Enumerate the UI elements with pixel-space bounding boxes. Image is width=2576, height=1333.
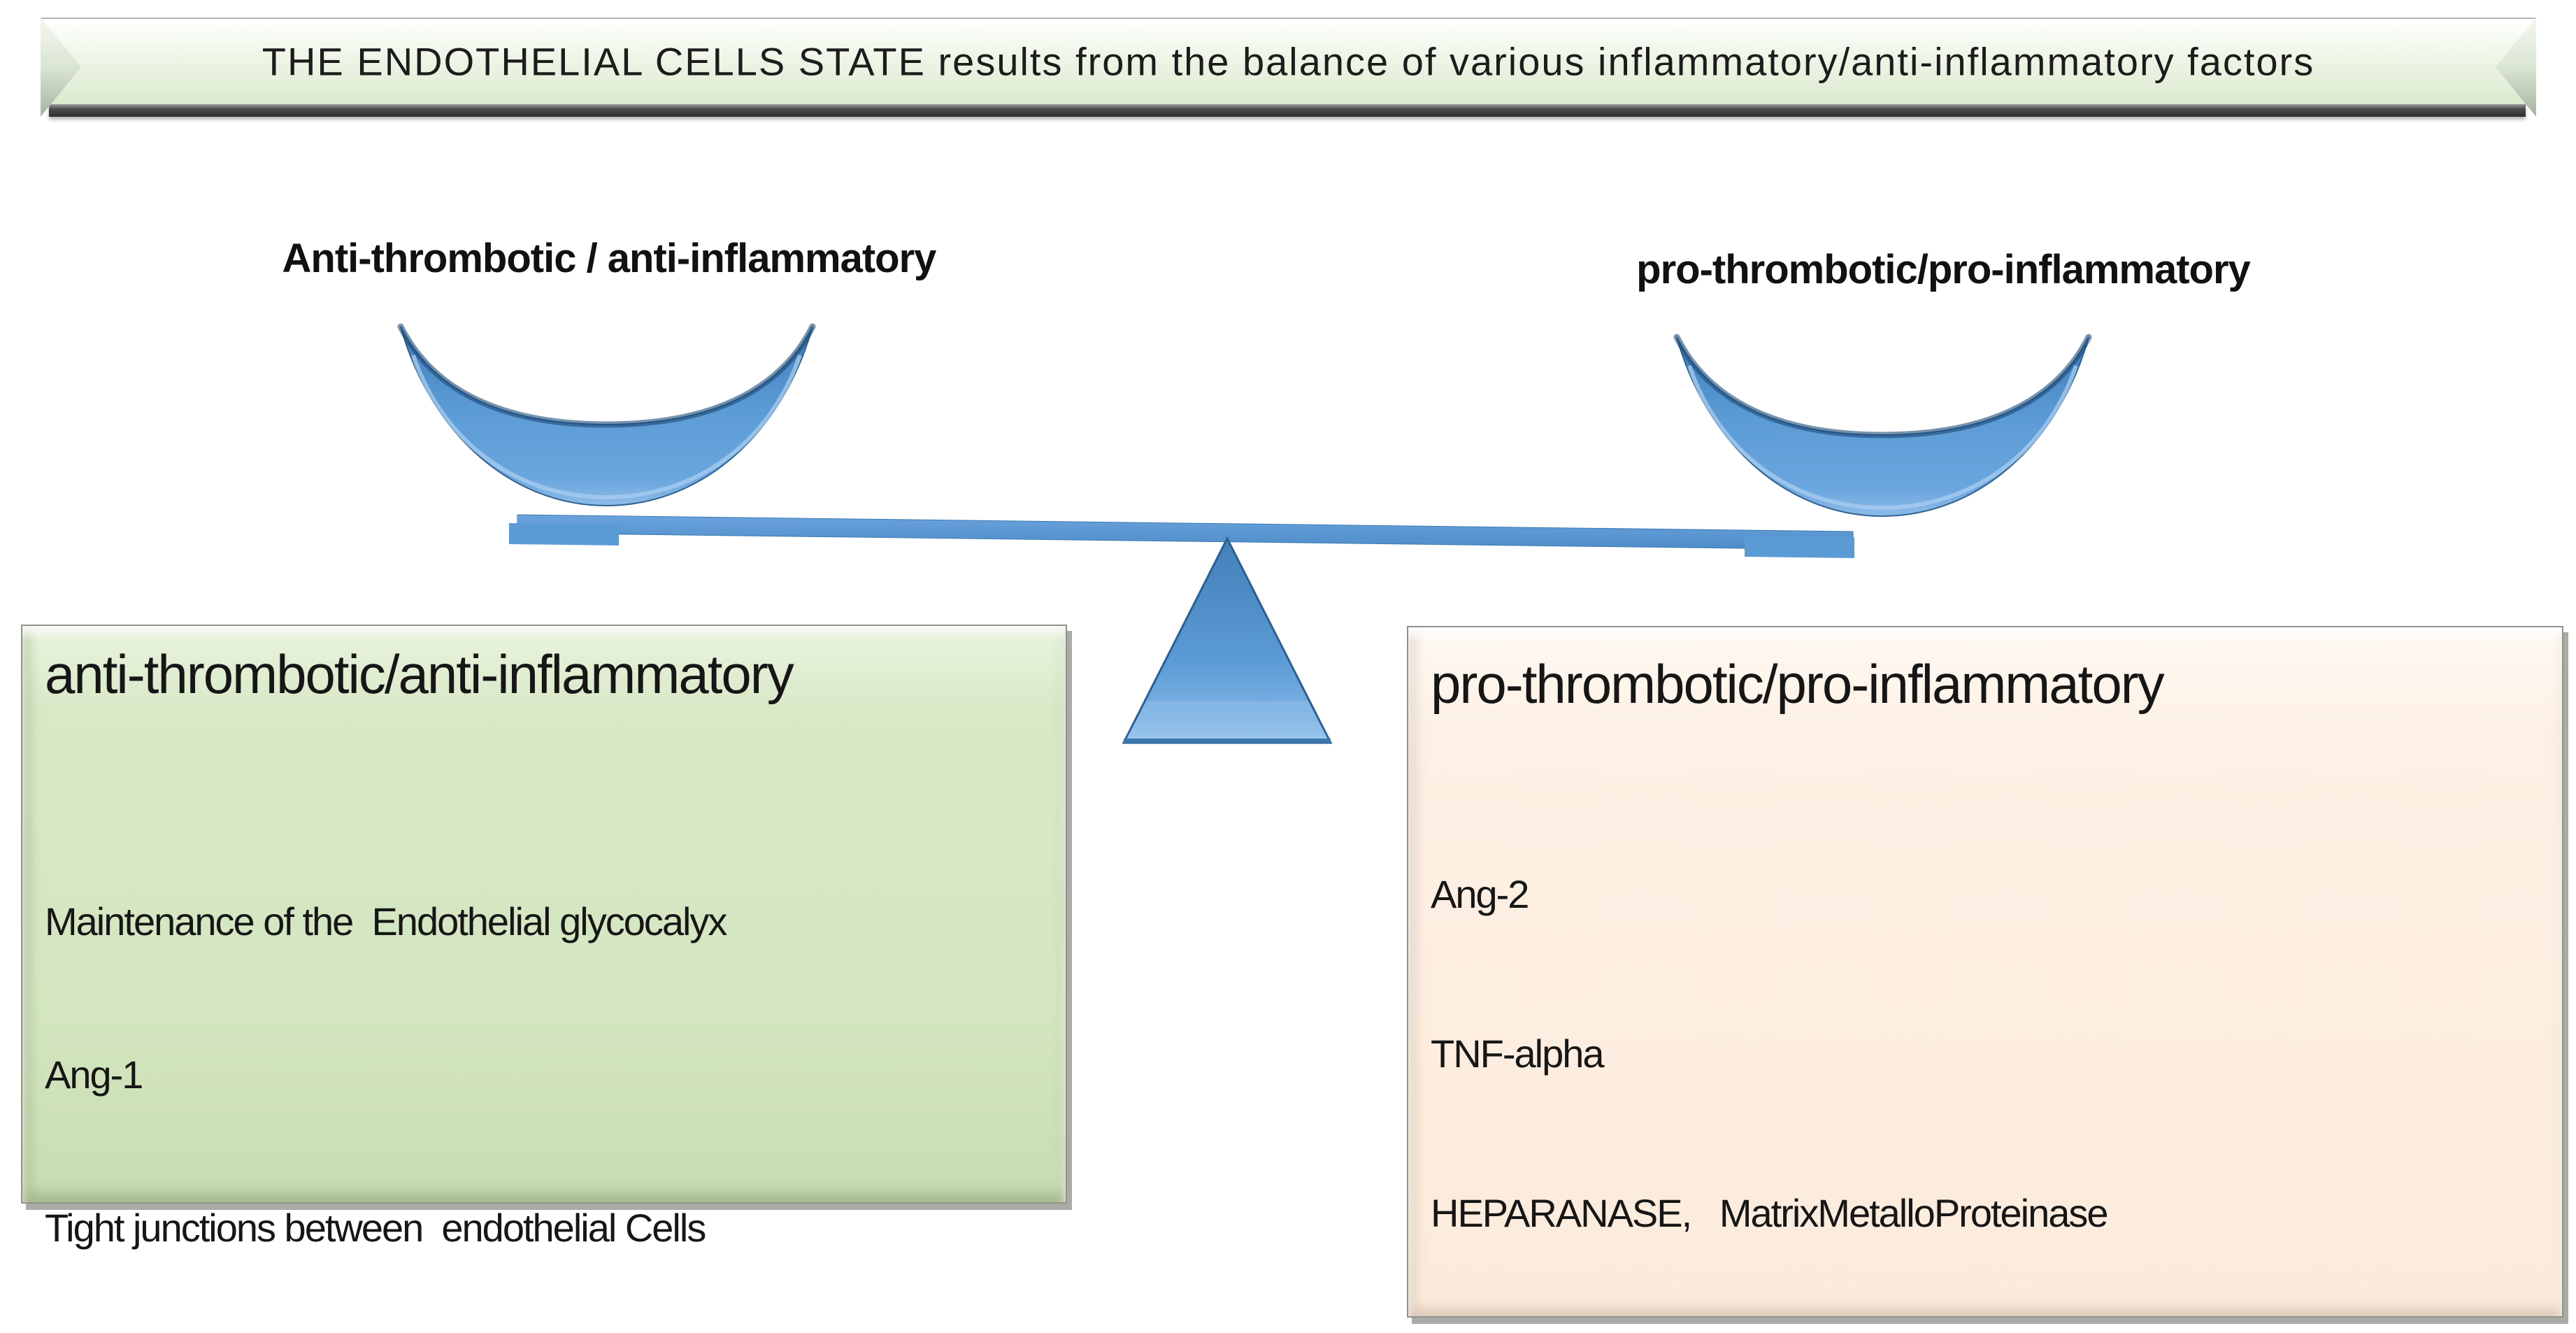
banner-shadow-bar [49, 104, 2526, 117]
title-banner: THE ENDOTHELIAL CELLS STATE results from… [41, 17, 2536, 106]
panel-list: Ang-2 TNF-alpha HEPARANASE, MatrixMetall… [1431, 762, 2359, 1333]
anti-thrombotic-panel: anti-thrombotic/anti-inflammatory Mainte… [21, 625, 1067, 1250]
left-scale-pan [397, 323, 816, 507]
list-item: Tight junctions between endothelial Cell… [45, 1206, 706, 1250]
right-scale-pan [1673, 334, 2092, 518]
list-item: TNF-alpha [1431, 1032, 1605, 1076]
pro-thrombotic-panel: pro-thrombotic/pro-inflammatory Ang-2 TN… [1407, 626, 2563, 1318]
panel-list: Maintenance of the Endothelial glycocaly… [45, 794, 727, 1333]
scale-fulcrum [1122, 536, 1333, 744]
panel-title: pro-thrombotic/pro-inflammatory [1431, 653, 2165, 715]
left-pan-label: Anti-thrombotic / anti-inflammatory [282, 236, 937, 281]
list-item: Maintenance of the Endothelial glycocaly… [45, 899, 727, 943]
list-item: Ang-2 [1431, 872, 1529, 916]
banner-title: THE ENDOTHELIAL CELLS STATE results from… [262, 39, 2315, 84]
list-item: Ang-1 [45, 1053, 143, 1097]
list-item: HEPARANASE, MatrixMetalloProteinase [1431, 1191, 2109, 1235]
right-pan-label: pro-thrombotic/pro-inflammatory [1636, 247, 2251, 292]
panel-title: anti-thrombotic/anti-inflammatory [45, 643, 794, 705]
scale-beam [509, 514, 1854, 558]
